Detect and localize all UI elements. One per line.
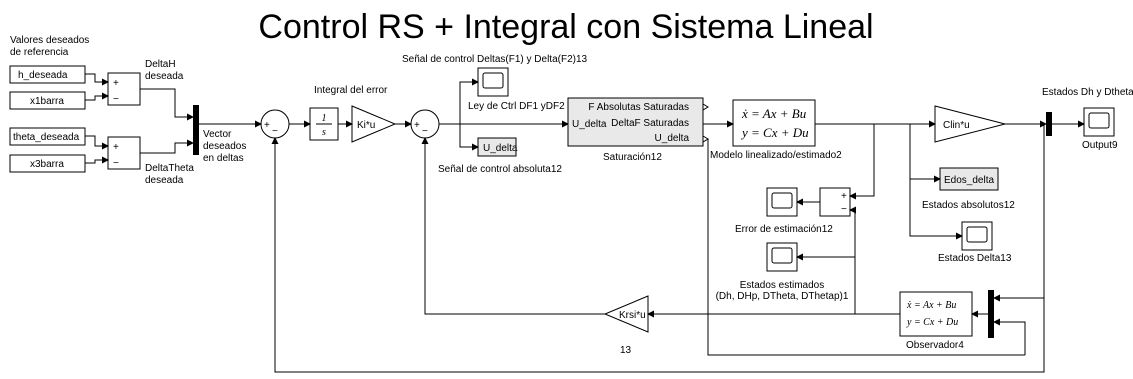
modelo-label: Modelo linealizado/estimado2: [710, 150, 842, 161]
plus-sign: +: [113, 78, 119, 89]
mux-output[interactable]: [1046, 112, 1052, 136]
clin-gain[interactable]: Clin*u: [934, 105, 1006, 143]
scope-error-estimacion[interactable]: [766, 187, 798, 217]
ki-gain[interactable]: Ki*u: [351, 105, 397, 143]
vector-label-2: deseados: [203, 141, 246, 152]
senal-abs-label: Señal de control absoluta12: [438, 164, 562, 175]
minus-sign: −: [113, 94, 119, 105]
mux-observer[interactable]: [988, 290, 994, 338]
scope-estados-estimados[interactable]: [766, 242, 798, 272]
krsi-gain-label: Krsi*u: [619, 310, 646, 321]
senal-control-label: Señal de control Deltas(F1) y Delta(F2)1…: [402, 54, 588, 65]
output9-label: Output9: [1082, 140, 1118, 151]
diagram-title: Control RS + Integral con Sistema Lineal: [258, 8, 873, 46]
goto-u-delta-label: U_delta: [483, 143, 518, 154]
saturacion-label: Saturación12: [603, 152, 662, 163]
scope-output9[interactable]: [1083, 107, 1115, 137]
error-est-label: Error de estimación12: [735, 224, 833, 235]
ss-eq1: ẋ = Ax + Bu: [741, 106, 807, 121]
ki-gain-label: Ki*u: [357, 120, 375, 131]
sum-control[interactable]: + −: [410, 109, 440, 139]
ley-ctrl-label: Ley de Ctrl DF1 yDF2: [468, 101, 565, 112]
sum-error[interactable]: + −: [260, 109, 290, 139]
vector-label-3: en deltas: [203, 153, 244, 164]
scope-control-signal[interactable]: [477, 67, 509, 97]
minus-sign: −: [422, 126, 428, 137]
estados-delta13-label: Estados Delta13: [938, 253, 1012, 264]
observer-block[interactable]: ẋ = Ax + Bu y = Cx + Du: [899, 291, 973, 337]
sat-in-label: U_delta: [572, 119, 607, 130]
ref-group-label: Valores deseados: [10, 35, 89, 46]
goto-edos-delta-label: Edos_delta: [944, 175, 994, 186]
minus-sign: −: [841, 204, 847, 215]
plus-sign: +: [264, 120, 270, 131]
mux-vector[interactable]: [193, 105, 199, 155]
number-13-label: 13: [620, 345, 632, 356]
deltaH-label-2: deseada: [145, 71, 184, 82]
const-x3barra[interactable]: x3barra: [9, 154, 86, 173]
estados-dh-label: Estados Dh y Dtheta: [1042, 87, 1133, 98]
clin-gain-label: Clin*u: [943, 120, 970, 131]
integrator-block[interactable]: 1 s: [309, 107, 339, 141]
sum-estimation-error[interactable]: + −: [819, 187, 851, 217]
const-theta-deseada-label: theta_deseada: [13, 132, 80, 143]
minus-sign: −: [272, 126, 278, 137]
deltaTheta-label: DeltaTheta: [145, 163, 194, 174]
plus-sign: +: [113, 142, 119, 153]
sat-out3-label: U_delta: [655, 133, 690, 144]
const-theta-deseada[interactable]: theta_deseada: [9, 127, 86, 146]
krsi-gain[interactable]: Krsi*u: [603, 295, 649, 333]
goto-edos-delta[interactable]: Edos_delta: [939, 167, 999, 191]
const-h-deseada[interactable]: h_deseada: [9, 65, 86, 84]
estados-abs-label: Estados absolutos12: [922, 200, 1015, 211]
integral-error-label: Integral del error: [314, 85, 388, 96]
ref-group-label-2: de referencia: [10, 47, 69, 58]
sum-deltaH[interactable]: + −: [107, 72, 141, 106]
deltaTheta-label-2: deseada: [145, 175, 184, 186]
const-x1barra-label: x1barra: [30, 96, 64, 107]
minus-sign: −: [113, 158, 119, 169]
estados-est-label: Estados estimados: [740, 280, 825, 291]
state-space-model[interactable]: ẋ = Ax + Bu y = Cx + Du: [732, 99, 816, 147]
deltaH-label: DeltaH: [145, 59, 176, 70]
ss-eq2: y = Cx + Du: [740, 125, 809, 140]
sat-out1-label: F Absolutas Saturadas: [588, 102, 689, 113]
saturation-subsystem[interactable]: U_delta F Absolutas Saturadas DeltaF Sat…: [567, 97, 709, 147]
vector-label: Vector: [203, 129, 232, 140]
observador-label: Observador4: [906, 340, 964, 351]
const-h-deseada-label: h_deseada: [18, 70, 68, 81]
goto-u-delta[interactable]: U_delta: [477, 137, 518, 157]
integrator-denominator: s: [322, 127, 326, 138]
integrator-numerator: 1: [322, 113, 327, 124]
scope-estados-delta[interactable]: [961, 221, 993, 251]
estados-est-label-2: (Dh, DHp, DTheta, DThetap)1: [716, 291, 849, 302]
plus-sign: +: [841, 191, 847, 202]
sum-deltaTheta[interactable]: + −: [107, 136, 141, 170]
const-x1barra[interactable]: x1barra: [9, 91, 86, 110]
plus-sign: +: [414, 120, 420, 131]
sat-out2-label: DeltaF Saturadas: [611, 118, 689, 129]
const-x3barra-label: x3barra: [30, 159, 64, 170]
obs-eq1: ẋ = Ax + Bu: [906, 300, 956, 311]
obs-eq2: y = Cx + Du: [906, 317, 958, 328]
